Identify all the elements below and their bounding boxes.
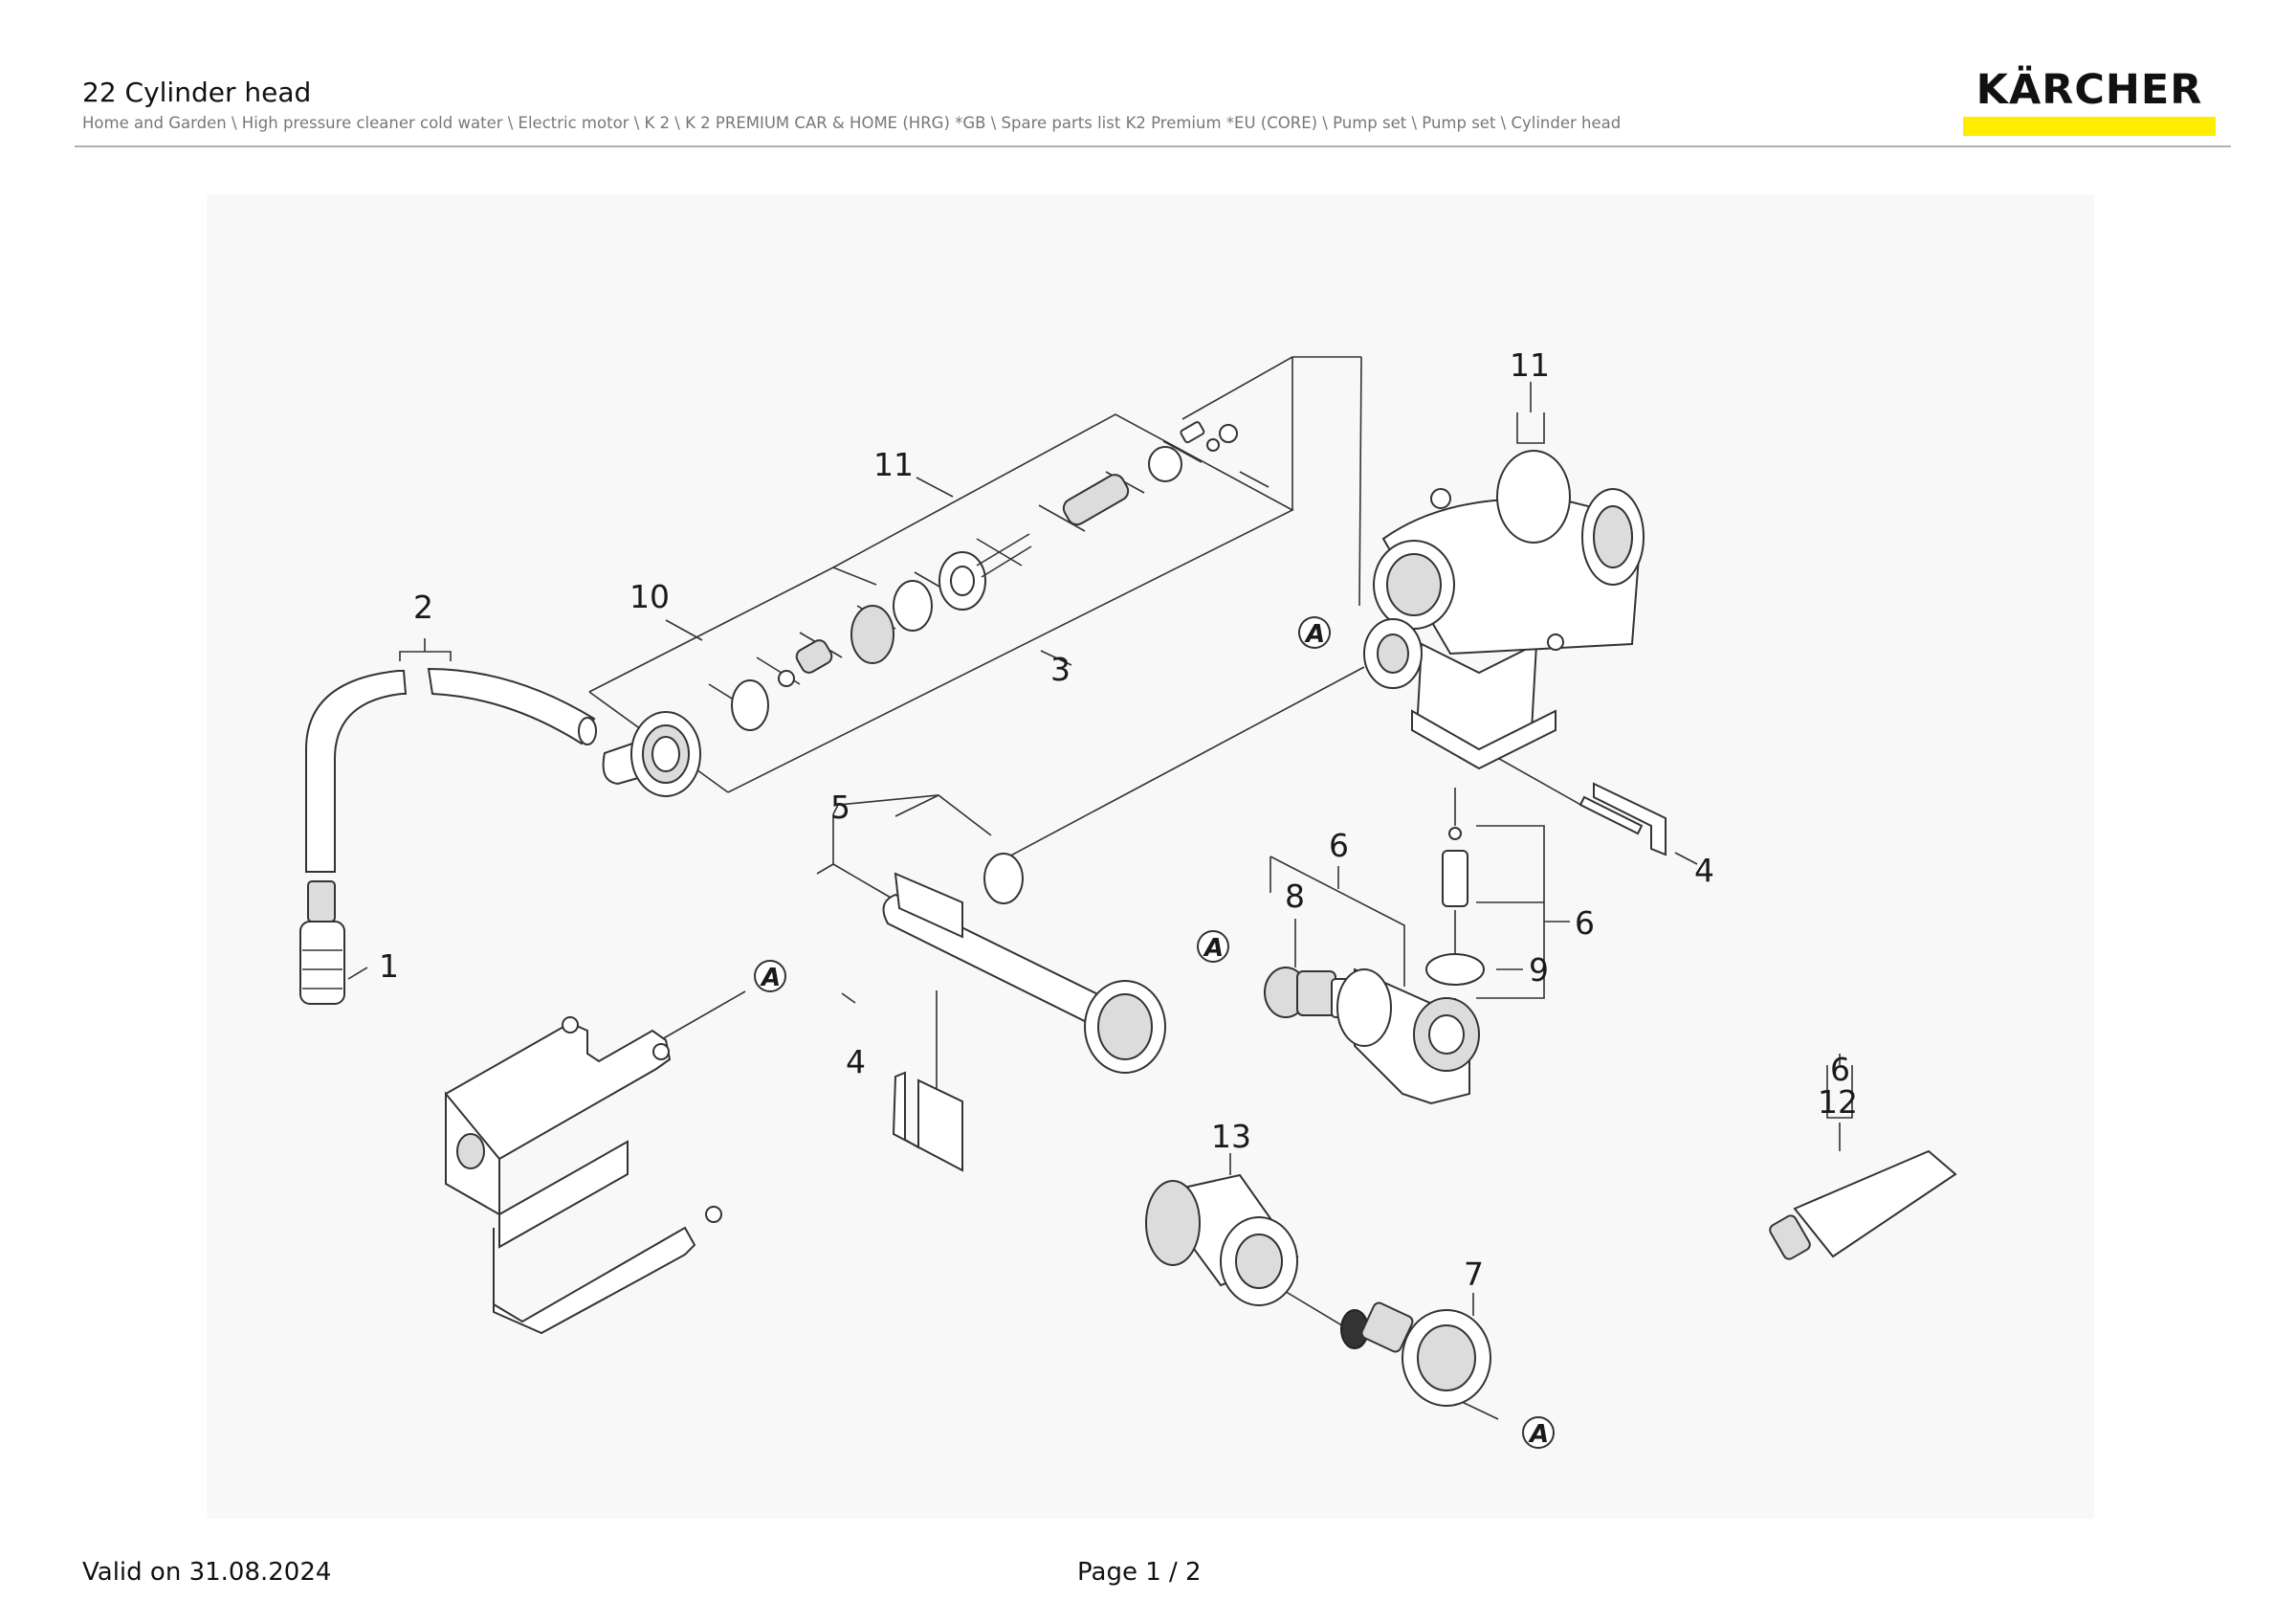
page-number: Page 1 / 2 (1077, 1558, 1202, 1587)
svg-text:A: A (1203, 934, 1224, 963)
callout-1: 1 (379, 947, 399, 985)
part-5-pipe (882, 853, 1166, 1074)
svg-text:A: A (1528, 1420, 1549, 1449)
part-11-valve-spring-set (938, 421, 1238, 611)
callout-11a: 11 (873, 446, 914, 483)
logo-yellow-bar (1963, 117, 2216, 136)
breadcrumb: Home and Garden \ High pressure cleaner … (82, 114, 1622, 132)
callout-7: 7 (1464, 1256, 1484, 1293)
part-2-hose (305, 667, 597, 873)
part-7-adapter (1340, 1301, 1491, 1407)
svg-text:A: A (760, 964, 781, 992)
exploded-parts-drawing: A A A A 1 2 3 4 4 5 6 6 6 7 8 9 10 (207, 194, 2094, 1519)
part-6-fitting-assembly (1264, 967, 1480, 1105)
cylinder-head (1363, 450, 1645, 770)
callout-2: 2 (413, 589, 433, 626)
page-title: 22 Cylinder head (82, 77, 312, 108)
callout-11b: 11 (1510, 346, 1550, 384)
karcher-logo: KÄRCHER (1963, 67, 2216, 138)
callout-4b: 4 (1694, 852, 1714, 889)
detail-marker-a-1: A (1298, 616, 1331, 649)
detail-marker-a-3: A (1197, 930, 1229, 963)
callout-9: 9 (1529, 951, 1549, 989)
mounting-bracket (445, 1016, 722, 1335)
part-1-filter-fitting (299, 880, 345, 1005)
part-4-clip (892, 1071, 963, 1172)
detail-marker-a-2: A (754, 960, 786, 992)
callout-8: 8 (1285, 878, 1305, 915)
part-6-small-parts (1425, 827, 1485, 986)
callout-12: 12 (1818, 1083, 1858, 1121)
callout-3: 3 (1050, 651, 1071, 688)
callout-4a: 4 (846, 1043, 866, 1080)
part-10-valve (602, 580, 933, 797)
callout-10: 10 (629, 578, 670, 615)
callout-5: 5 (830, 789, 850, 826)
header-divider (75, 145, 2231, 147)
part-4-clip-right (1578, 782, 1667, 856)
logo-wordmark: KÄRCHER (1976, 66, 2203, 114)
callout-6c: 6 (1830, 1051, 1850, 1088)
parts-diagram-svg: A A A A 1 2 3 4 4 5 6 6 6 7 8 9 10 (299, 346, 1957, 1449)
callout-labels: 1 2 3 4 4 5 6 6 6 7 8 9 10 11 11 12 13 (379, 346, 1858, 1293)
valid-date: Valid on 31.08.2024 (82, 1558, 332, 1587)
page-header: 22 Cylinder head Home and Garden \ High … (0, 0, 2296, 153)
part-12-grease-tube (1769, 1149, 1957, 1260)
detail-marker-a-4: A (1522, 1416, 1555, 1449)
callout-6a: 6 (1329, 827, 1349, 864)
callout-13: 13 (1211, 1118, 1251, 1155)
svg-text:A: A (1304, 620, 1325, 649)
callout-6b: 6 (1575, 904, 1595, 942)
part-13-hose-coupling (1145, 1173, 1299, 1306)
